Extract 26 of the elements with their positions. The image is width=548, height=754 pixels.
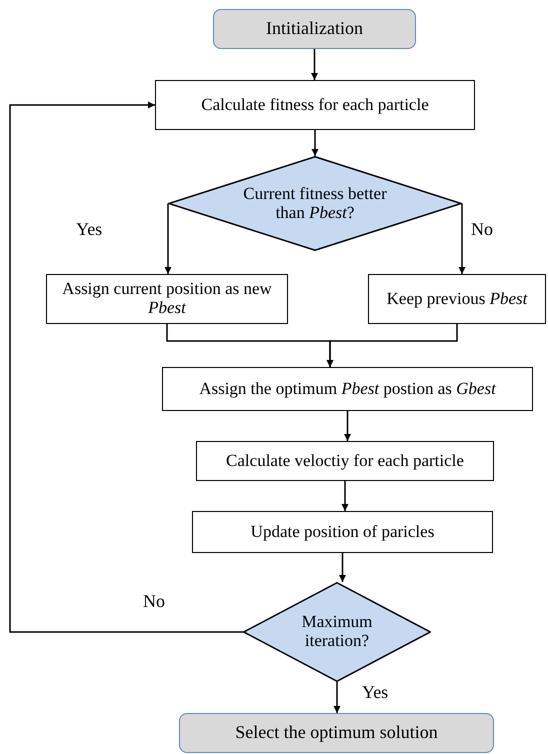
- arrow: [312, 130, 318, 156]
- edge-label: No: [143, 592, 165, 610]
- arrow: [339, 553, 346, 582]
- process-box: Assign the optimum Pbest postion as Gbest: [162, 367, 533, 411]
- terminal-box: Select the optimum solution: [179, 713, 494, 753]
- decision-text: Current fitness better than Pbest?: [242, 184, 388, 222]
- edge-label: No: [471, 220, 493, 238]
- arrow: [164, 204, 172, 274]
- arrow: [342, 481, 348, 511]
- decision-diamond: [243, 582, 431, 682]
- decision-diamond: [168, 156, 462, 251]
- arrow: [311, 49, 318, 80]
- arrow: [334, 682, 340, 713]
- edge-label: Yes: [76, 220, 102, 238]
- arrow: [9, 102, 243, 633]
- arrow: [326, 324, 458, 367]
- process-box: Keep previous Pbest: [368, 274, 546, 324]
- arrow: [344, 411, 351, 441]
- decision-text: Maximum iteration?: [300, 613, 374, 651]
- arrow: [458, 204, 466, 274]
- process-box: Update position of paricles: [192, 511, 493, 553]
- process-box: Calculate veloctiy for each particle: [196, 441, 494, 481]
- process-box: Assign current position as new Pbest: [46, 274, 288, 324]
- edge-label: Yes: [362, 683, 388, 701]
- terminal-box: Intitialization: [213, 9, 416, 49]
- process-box: Calculate fitness for each particle: [155, 80, 475, 130]
